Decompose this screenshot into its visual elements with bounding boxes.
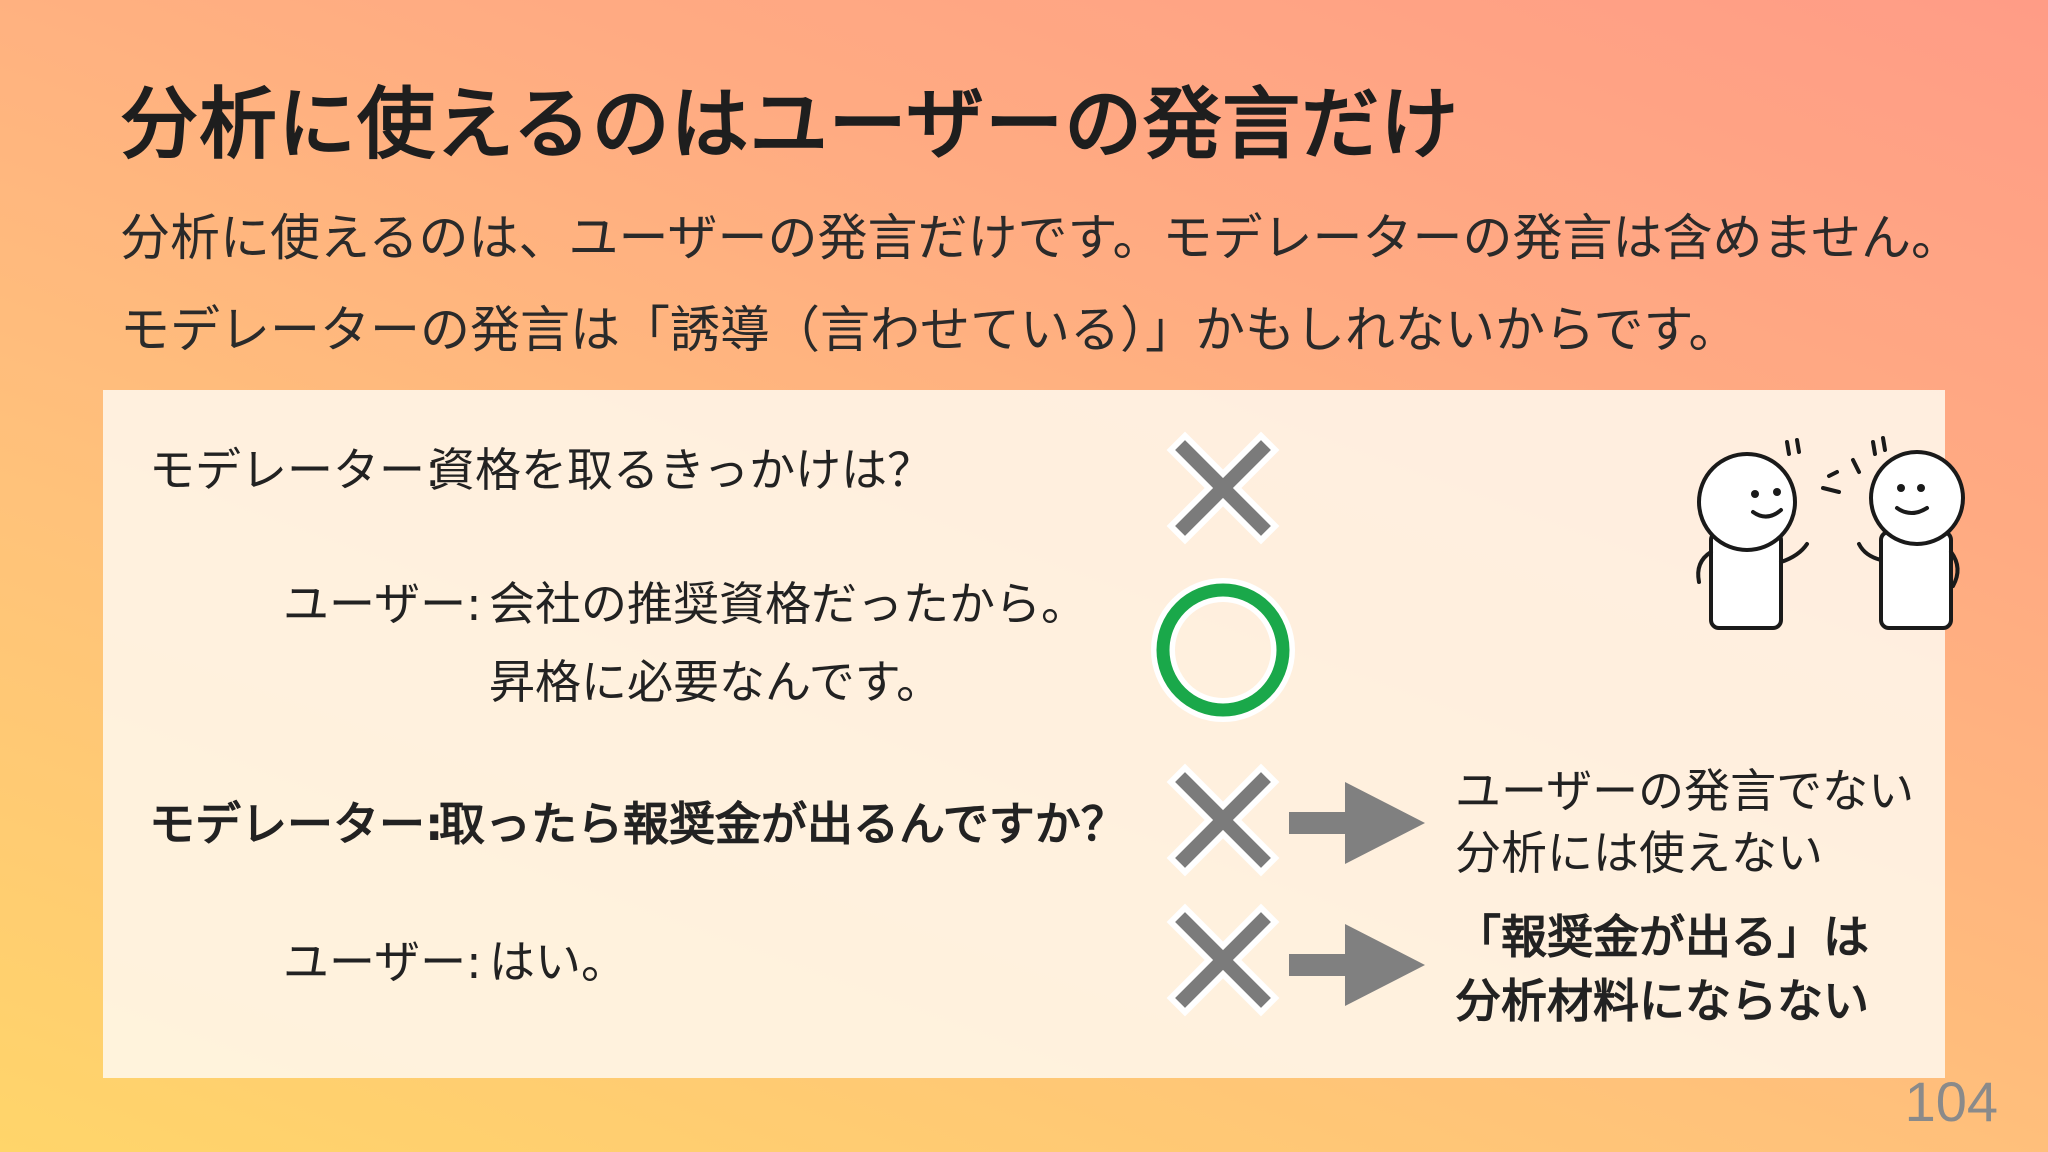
two-people-talking-illustration	[1696, 436, 1965, 630]
arrow-right-icon	[1289, 924, 1425, 1006]
note-not-user-line-1: ユーザーの発言でない	[1455, 764, 1915, 818]
cross-icon	[1166, 431, 1280, 545]
subtitle-line-2: モデレーターの発言は「誘導（言わせている）」かもしれないからです。	[120, 301, 1739, 359]
subtitle-line-1: 分析に使えるのは、ユーザーの発言だけです。モデレーターの発言は含めません。	[120, 209, 1961, 267]
moderator-speaker-1: モデレーター:	[149, 443, 441, 497]
slide-title: 分析に使えるのはユーザーの発言だけ	[120, 80, 1460, 170]
cross-icon	[1166, 763, 1280, 877]
dialogue-panel: モデレーター: 資格を取るきっかけは？ ユーザー: 会社の推奨資格だったから。 …	[103, 390, 1965, 1078]
user-line-1b: 昇格に必要なんです。	[489, 655, 943, 709]
user-speaker-1: ユーザー:	[283, 577, 482, 631]
note-not-user-line-2: 分析には使えない	[1455, 826, 1823, 880]
user-speaker-2: ユーザー:	[283, 935, 482, 989]
moderator-line-1: 資格を取るきっかけは？	[429, 443, 934, 497]
note-reward-line-1: 「報奨金が出る」は	[1455, 910, 1869, 964]
moderator-line-2: 取ったら報奨金が出るんですか？	[439, 797, 1127, 851]
note-reward-line-2: 分析材料にならない	[1455, 974, 1869, 1028]
page-number: 104	[1904, 1070, 1998, 1133]
user-line-1a: 会社の推奨資格だったから。	[489, 577, 1087, 631]
cross-icon	[1166, 903, 1280, 1017]
user-line-2: はい。	[489, 935, 627, 989]
circle-icon	[1151, 578, 1295, 722]
moderator-speaker-2: モデレーター:	[149, 797, 444, 851]
arrow-right-icon	[1289, 782, 1425, 864]
